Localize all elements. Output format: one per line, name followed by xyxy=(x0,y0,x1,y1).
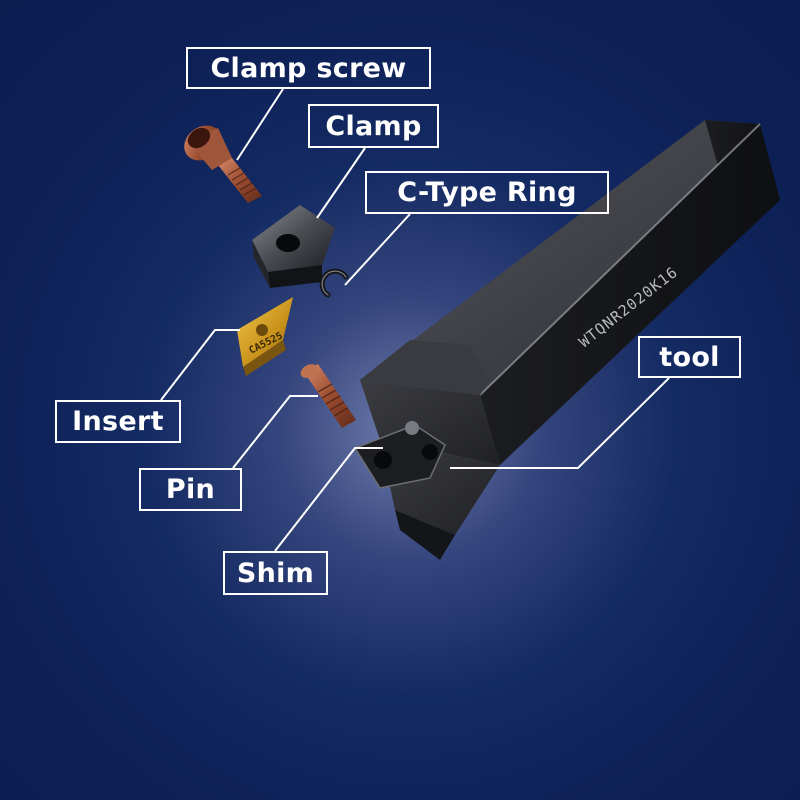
clamp-screw-part xyxy=(177,118,262,203)
insert-part: CA5525 xyxy=(237,297,293,376)
insert-label: Insert xyxy=(55,400,181,443)
clamp-screw-label: Clamp screw xyxy=(186,47,431,89)
tool-label: tool xyxy=(638,336,741,378)
clamp-label: Clamp xyxy=(308,104,439,148)
c-type-ring-label: C-Type Ring xyxy=(365,171,609,214)
pin-part xyxy=(298,361,356,428)
pin-label: Pin xyxy=(139,468,242,511)
shim-label: Shim xyxy=(223,551,328,595)
